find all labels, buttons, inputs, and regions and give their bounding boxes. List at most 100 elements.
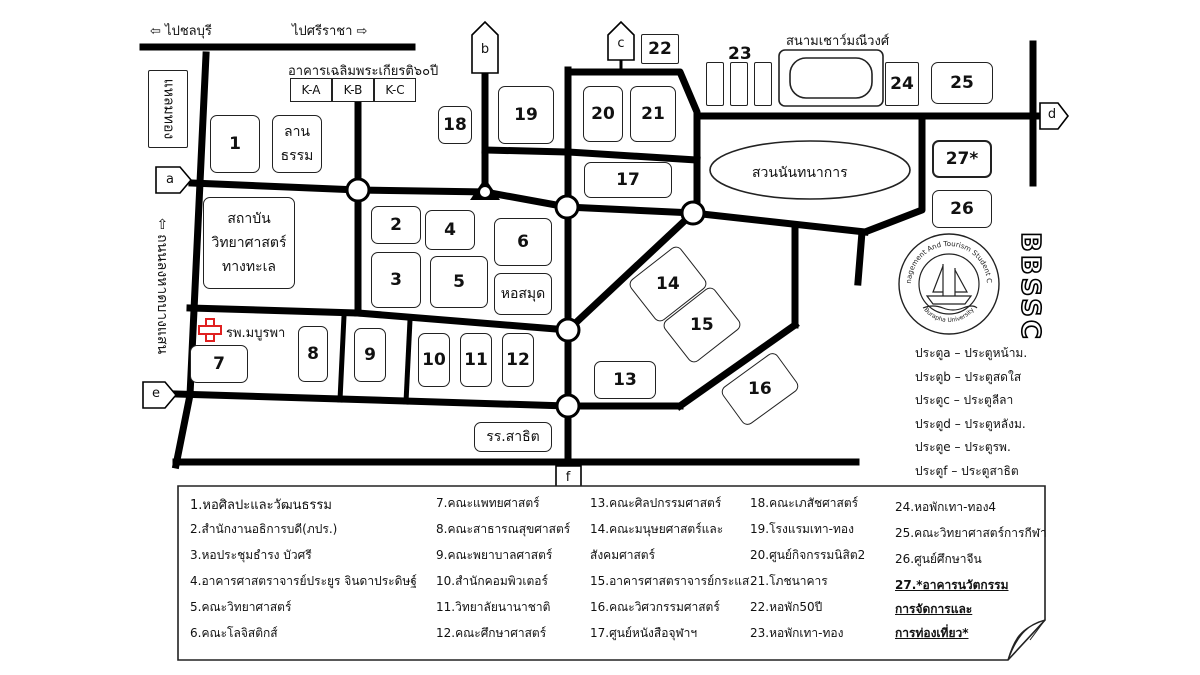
building-1: 1	[210, 115, 260, 173]
legend-18: 18.คณะเภสัชศาสตร์	[750, 496, 859, 510]
building-6: 6	[494, 218, 552, 266]
gate-legend-d: ประตูd – ประตูหลังม.	[915, 416, 1026, 431]
gate-e-marker	[142, 381, 178, 409]
bangsaen-road-label: ⇦ ถนนลงหาดบางแสน	[154, 217, 170, 355]
building-3: 3	[371, 252, 421, 308]
gate-legend-a: ประตูa – ประตูหน้าม.	[915, 346, 1028, 360]
building-26: 26	[932, 190, 992, 228]
hospital-label: รพ.มบูรพา	[226, 326, 286, 341]
building-16-label: 16	[748, 379, 772, 400]
building-23-block-a	[706, 62, 724, 106]
gate-e-letter: e	[152, 386, 160, 401]
building-23-block-c	[754, 62, 772, 106]
gate-legend-f: ประตูf – ประตูสาธิต	[915, 463, 1019, 478]
hospital-cross-icon	[198, 318, 222, 342]
legend-9: 9.คณะพยาบาลศาสตร์	[436, 548, 553, 562]
gate-legend-c: ประตูc – ประตูลีลา	[915, 393, 1014, 408]
gate-f-letter: f	[565, 470, 571, 485]
legend-3: 3.หอประชุมธำรง บัวศรี	[190, 548, 312, 562]
building-7: 7	[190, 345, 248, 383]
legend-1: 1.หอศิลปะและวัฒนธรรม	[190, 498, 332, 513]
building-22: 22	[641, 34, 679, 64]
bbssc-label: BBSSC	[1014, 231, 1046, 343]
legend-27-cont: การจัดการและ	[895, 602, 973, 616]
legend-15: 15.อาคารศาสตราจารย์กระแส	[590, 574, 750, 588]
building-23-label: 23	[728, 44, 752, 64]
building-19: 19	[498, 86, 554, 144]
legend-2: 2.สำนักงานอธิการบดี(ภปร.)	[190, 522, 338, 536]
gate-b-letter: b	[480, 42, 490, 57]
legend-13: 13.คณะศิลปกรรมศาสตร์	[590, 496, 722, 510]
building-17: 17	[584, 162, 672, 198]
building-21: 21	[630, 86, 676, 142]
legend-24: 24.หอพักเทา-ทอง4	[895, 500, 997, 514]
legend-23: 23.หอพักเทา-ทอง	[750, 626, 844, 640]
legend-22: 22.หอพัก50ปี	[750, 600, 823, 614]
gate-d-letter: d	[1047, 107, 1057, 122]
legend-27-cont-2: การท่องเที่ยว*	[895, 626, 969, 640]
building-15-label: 15	[690, 315, 714, 336]
building-demo-school: รร.สาธิต	[474, 422, 552, 452]
building-lan-dham: ลาน ธรรม	[272, 115, 322, 173]
building-4: 4	[425, 210, 475, 250]
building-10: 10	[418, 333, 450, 387]
legend-25: 25.คณะวิทยาศาสตร์การกีฬา	[895, 526, 1047, 540]
building-24: 24	[885, 62, 919, 106]
club-logo: Management And Tourism Student Club Bura…	[894, 226, 1001, 336]
park-label: สวนนันทนาการ	[752, 165, 848, 181]
gate-b-marker	[471, 20, 499, 74]
legend-4: 4.อาคารศาสตราจารย์ประยูร จินดาประดิษฐ์	[190, 574, 417, 588]
building-11: 11	[460, 333, 492, 387]
legend-21: 21.โภชนาคาร	[750, 574, 828, 588]
ship-logo-icon: Management And Tourism Student Club Bura…	[894, 226, 1000, 335]
building-library: หอสมุด	[494, 273, 552, 315]
laem-thong-box: แหลมทอง	[148, 70, 188, 148]
legend-11: 11.วิทยาลัยนานาชาติ	[436, 600, 551, 614]
gate-a-letter: a	[166, 172, 174, 187]
legend-26: 26.ศูนย์ศึกษาจีน	[895, 552, 982, 566]
building-25: 25	[931, 62, 993, 104]
building-marine-institute: สถาบัน วิทยาศาสตร์ ทางทะเล	[203, 197, 295, 289]
legend-6: 6.คณะโลจิสติกส์	[190, 626, 278, 640]
gate-a-marker	[155, 166, 193, 194]
legend-8: 8.คณะสาธารณสุขศาสตร์	[436, 522, 571, 536]
legend-5: 5.คณะวิทยาศาสตร์	[190, 600, 292, 614]
legend-7: 7.คณะแพทยศาสตร์	[436, 496, 540, 510]
building-9: 9	[354, 328, 386, 382]
to-chonburi-label: ⇦ ไปชลบุรี	[150, 24, 212, 39]
building-2: 2	[371, 206, 421, 244]
legend-20: 20.ศูนย์กิจกรรมนิสิต2	[750, 548, 866, 562]
to-sriracha-label: ไปศรีราชา ⇨	[292, 24, 368, 39]
bbssc-vertical-text: BBSSC	[1000, 231, 1060, 343]
legend-27: 27.*อาคารนวัตกรรม	[895, 578, 1009, 592]
building-k-a: K-A	[290, 78, 332, 102]
gate-c-marker	[607, 20, 635, 61]
legend-17: 17.ศูนย์หนังสือจุฬาฯ	[590, 626, 698, 640]
legend-14-cont: สังคมศาสตร์	[590, 548, 656, 562]
gate-legend-e: ประตูe – ประตูรพ.	[915, 440, 1011, 455]
gate-d-marker	[1039, 102, 1070, 130]
gate-legend: ประตูa – ประตูหน้าม. ประตูb – ประตูสดใส …	[915, 342, 1027, 484]
gate-legend-b: ประตูb – ประตูสดใส	[915, 369, 1022, 384]
legend-19: 19.โรงแรมเทา-ทอง	[750, 522, 854, 536]
laem-thong-label: แหลมทอง	[160, 78, 177, 140]
legend-10: 10.สำนักคอมพิวเตอร์	[436, 574, 548, 588]
building-20: 20	[583, 86, 623, 142]
legend-12: 12.คณะศึกษาศาสตร์	[436, 626, 547, 640]
stadium-label: สนามเชาว์มณีวงศ์	[786, 34, 890, 49]
building-23-block-b	[730, 62, 748, 106]
building-27: 27*	[932, 140, 992, 178]
building-5: 5	[430, 256, 488, 308]
building-k-b: K-B	[332, 78, 374, 102]
building-14-label: 14	[656, 274, 680, 295]
building-13: 13	[594, 361, 656, 399]
building-k-c: K-C	[374, 78, 416, 102]
building-12: 12	[502, 333, 534, 387]
chalerm-building-title: อาคารเฉลิมพระเกียรติ๖๐ปี	[288, 64, 439, 79]
gate-c-letter: c	[617, 36, 625, 51]
building-8: 8	[298, 326, 328, 382]
building-18: 18	[438, 106, 472, 144]
legend-16: 16.คณะวิศวกรรมศาสตร์	[590, 600, 720, 614]
